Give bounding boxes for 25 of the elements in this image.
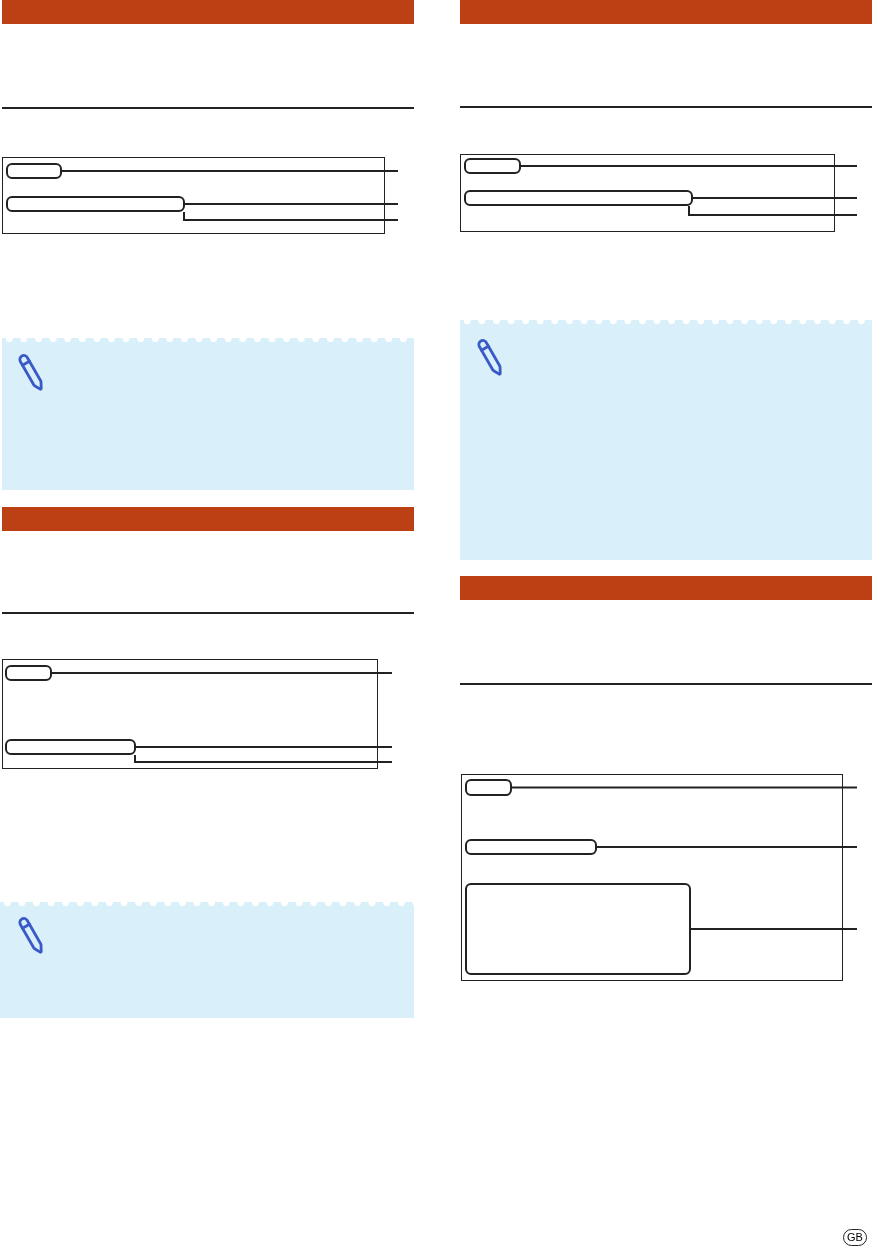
leader-line [596,846,858,848]
screen-frame [2,157,385,234]
rounded-box [5,739,136,755]
rounded-box [464,158,521,174]
leader-line [511,786,858,789]
screen-frame [2,659,378,769]
leader-line [692,197,858,199]
leader-line [61,170,399,172]
rounded-box [465,779,512,796]
leader-line [690,928,858,930]
leader-line [688,205,858,216]
screen-frame [461,774,843,981]
rounded-box [465,839,597,855]
screen-frame [460,154,835,232]
rounded-box [464,190,693,206]
leader-line [51,672,393,674]
leader-line [134,754,393,763]
leader-line [135,746,393,748]
rounded-box [465,883,691,975]
leader-line [184,203,399,205]
leader-line [183,211,399,221]
leader-line [520,165,858,167]
rounded-box [6,196,185,212]
rounded-box [5,665,52,681]
rounded-box [6,163,62,179]
